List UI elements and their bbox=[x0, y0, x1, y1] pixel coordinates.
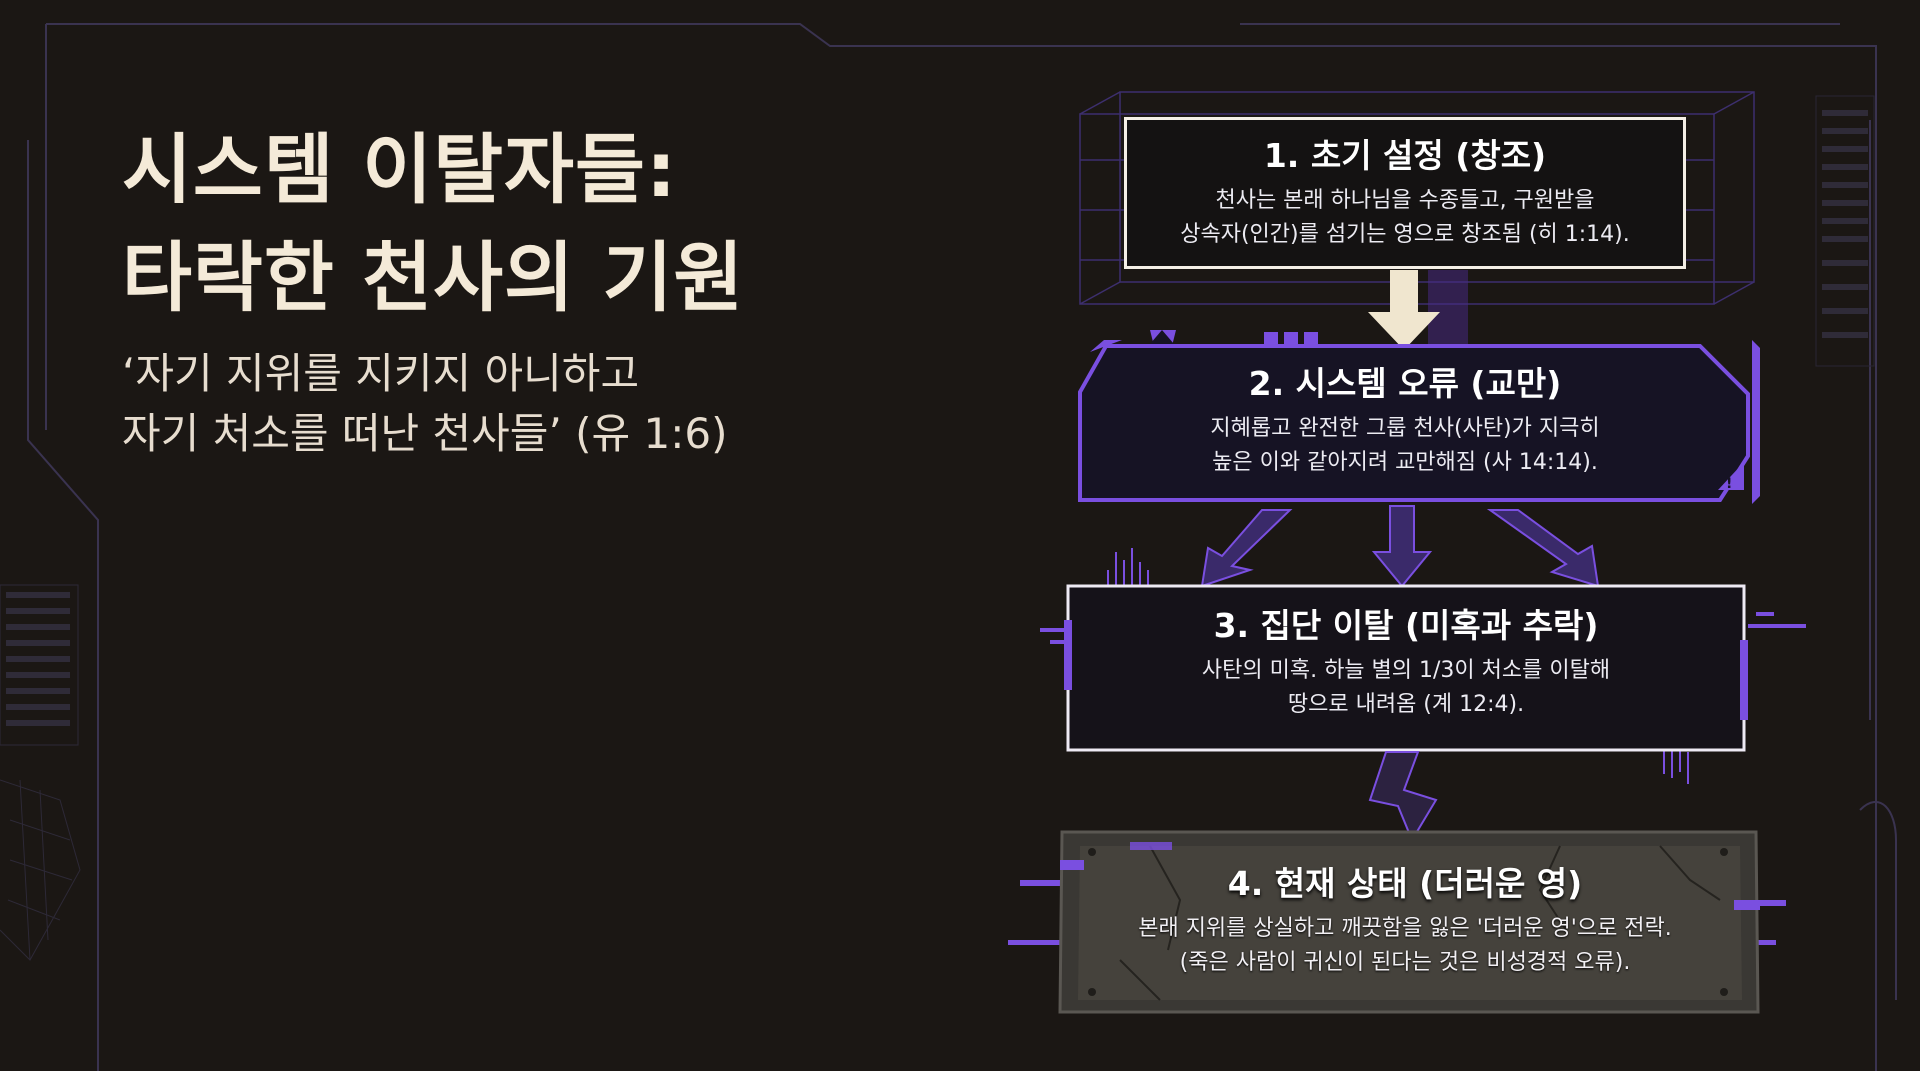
step-description-line: 높은 이와 같아지려 교만해짐 (사 14:14). bbox=[1212, 450, 1598, 475]
step-description-line: 천사는 본래 하나님을 수종들고, 구원받을 bbox=[1215, 188, 1595, 213]
subtitle-line: 자기 처소를 떠난 천사들’ (유 1:6) bbox=[122, 409, 728, 458]
step-description: 사탄의 미혹. 하늘 별의 1/3이 처소를 이탈해 땅으로 내려옴 (계 12… bbox=[1066, 654, 1746, 722]
step-description-line: (죽은 사람이 귀신이 된다는 것은 비성경적 오류). bbox=[1179, 950, 1631, 975]
slide-title: 시스템 이탈자들: 타락한 천사의 기원 bbox=[122, 116, 744, 332]
step-description: 지혜롭고 완전한 그룹 천사(사탄)가 지극히 높은 이와 같아지려 교만해짐 … bbox=[1080, 412, 1730, 480]
step-description-line: 사탄의 미혹. 하늘 별의 1/3이 처소를 이탈해 bbox=[1201, 658, 1611, 683]
step-description-line: 땅으로 내려옴 (계 12:4). bbox=[1287, 692, 1525, 717]
slide-title-line: 시스템 이탈자들: bbox=[122, 125, 678, 214]
step-title: 1. 초기 설정 (창조) bbox=[1263, 136, 1547, 175]
step-title: 4. 현재 상태 (더러운 영) bbox=[1227, 864, 1583, 903]
step-description-line: 본래 지위를 상실하고 깨끗함을 잃은 '더러운 영'으로 전락. bbox=[1138, 916, 1672, 941]
step-initial-setup: 1. 초기 설정 (창조) 천사는 본래 하나님을 수종들고, 구원받을 상속자… bbox=[1124, 117, 1686, 269]
step-current-state: 4. 현재 상태 (더러운 영) 본래 지위를 상실하고 깨끗함을 잃은 '더러… bbox=[1058, 832, 1752, 1010]
step-description: 본래 지위를 상실하고 깨끗함을 잃은 '더러운 영'으로 전락. (죽은 사람… bbox=[1058, 912, 1752, 980]
slide-title-line: 타락한 천사의 기원 bbox=[122, 233, 745, 322]
step-title: 3. 집단 이탈 (미혹과 추락) bbox=[1213, 606, 1599, 645]
slide-subtitle: ‘자기 지위를 지키지 아니하고 자기 처소를 떠난 천사들’ (유 1:6) bbox=[122, 344, 728, 464]
svg-text:!: ! bbox=[1726, 476, 1732, 492]
step-system-error: 2. 시스템 오류 (교만) 지혜롭고 완전한 그룹 천사(사탄)가 지극히 높… bbox=[1080, 350, 1730, 500]
subtitle-line: ‘자기 지위를 지키지 아니하고 bbox=[122, 349, 640, 398]
step-mass-exodus: 3. 집단 이탈 (미혹과 추락) 사탄의 미혹. 하늘 별의 1/3이 처소를… bbox=[1066, 584, 1746, 750]
step-title: 2. 시스템 오류 (교만) bbox=[1248, 364, 1562, 403]
step-description: 천사는 본래 하나님을 수종들고, 구원받을 상속자(인간)를 섬기는 영으로 … bbox=[1127, 184, 1683, 252]
step-description-line: 상속자(인간)를 섬기는 영으로 창조됨 (히 1:14). bbox=[1180, 222, 1630, 247]
step-description-line: 지혜롭고 완전한 그룹 천사(사탄)가 지극히 bbox=[1210, 416, 1600, 441]
